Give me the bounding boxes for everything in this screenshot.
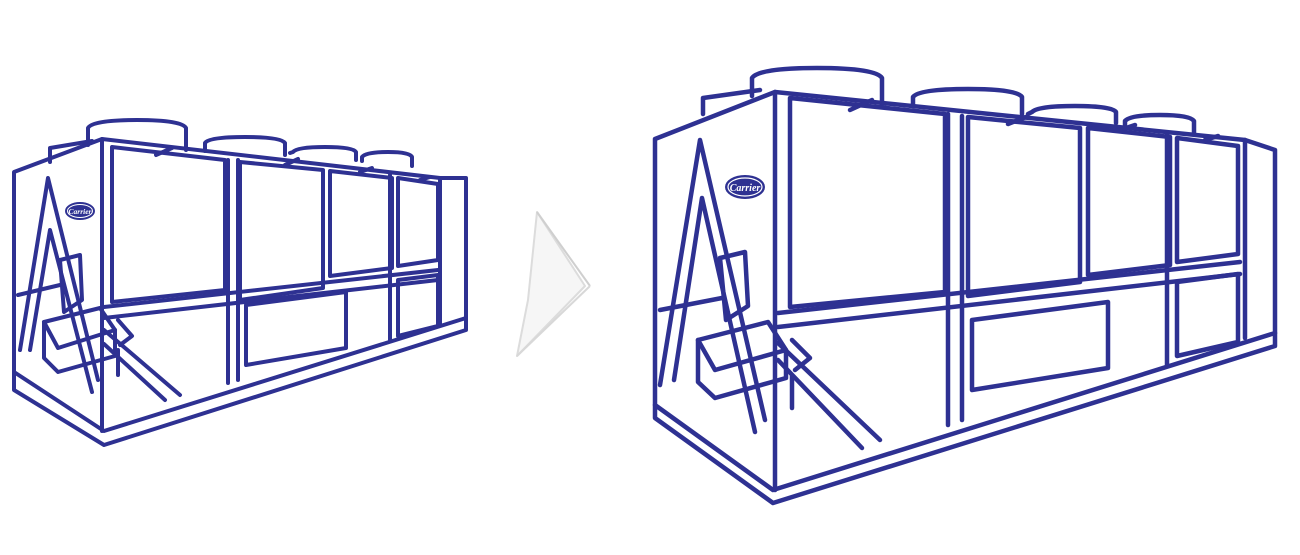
cabinet-frame (652, 89, 1278, 506)
lower-panels (244, 273, 440, 367)
fan-shrouds (700, 65, 1197, 136)
frame-rail (775, 259, 1243, 330)
logo-text: Carrier (69, 207, 92, 216)
coil-panels (787, 95, 1241, 310)
fan-shrouds (48, 118, 414, 168)
frame-rail (102, 268, 440, 320)
chiller-unit-large (652, 65, 1278, 506)
carrier-logo-large: Carrier (725, 175, 765, 199)
lower-panels (969, 271, 1241, 393)
compressor (657, 249, 813, 411)
frame-posts (945, 111, 1170, 428)
chiller-unit-small (12, 118, 468, 447)
chevron-right-icon (516, 211, 591, 357)
compressor (16, 253, 134, 377)
side-brace (657, 137, 883, 451)
frame-posts (226, 158, 392, 385)
logo-text: Carrier (730, 183, 761, 194)
carrier-logo-small: Carrier (65, 202, 95, 220)
